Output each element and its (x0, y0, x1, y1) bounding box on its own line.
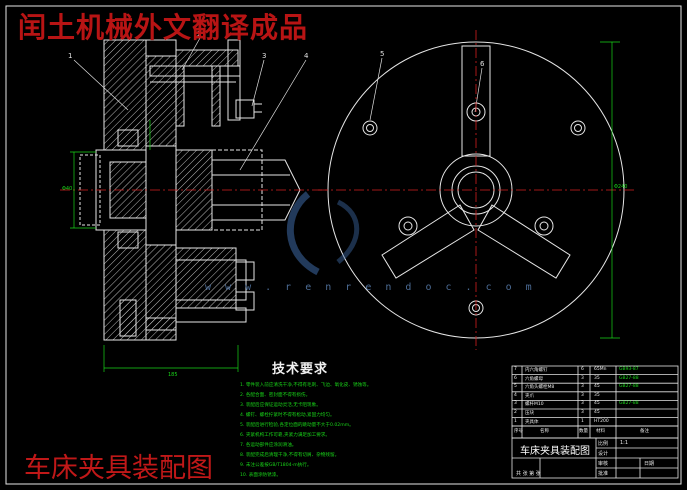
req-item: 9. 未注公差按GB/T1804-m执行。 (240, 463, 312, 468)
bom-cell-no: 2 (514, 410, 517, 415)
date-label: 日期 (644, 461, 655, 467)
front-view (318, 30, 636, 350)
bom-cell-qty: 3 (581, 375, 584, 381)
front-dimensions (600, 41, 620, 339)
drawing-frame (5, 5, 682, 485)
part-label-3: 3 (262, 52, 267, 60)
req-item: 2. 各配合面、密封面不得有损伤。 (240, 393, 311, 398)
bom-cell-mat: 45 (594, 410, 600, 415)
dim-overall-length: 185 (168, 372, 178, 378)
section-view (60, 39, 330, 341)
bom-cell-qty: 1 (581, 418, 584, 424)
bom-header-qty: 数量 (579, 429, 588, 434)
bom-cell-name: 内六角螺钉 (525, 368, 548, 373)
bom-cell-mat: 35 (594, 375, 600, 381)
bom-cell-qty: 3 (581, 392, 584, 398)
bom-header-name: 名称 (540, 429, 549, 434)
bom-cell-name: 夹具体 (525, 419, 539, 425)
bom-cell-mat: 45 (594, 384, 600, 390)
part-label-1: 1 (68, 52, 73, 60)
bom-cell-mat: 45 (594, 401, 600, 407)
bom-cell-mat: 35 (594, 392, 600, 398)
bom-cell-no: 4 (514, 392, 517, 398)
bom-cell-no: 5 (514, 384, 517, 390)
section-dimensions (70, 120, 239, 372)
watermark-url: w w w . r e n r e n d o c . c o m (205, 282, 536, 293)
bom-cell-no: 1 (514, 418, 517, 424)
req-item: 3. 装配后应保证运动灵活,无卡阻现象。 (240, 403, 321, 408)
req-item: 10. 表面涂防锈漆。 (240, 473, 281, 478)
sheet-label: 共 张 第 张 (516, 471, 541, 477)
checker-label: 审核 (598, 461, 609, 467)
bom-cell-qty: 3 (581, 401, 584, 407)
part-label-6: 6 (480, 60, 485, 68)
bom-cell-name: 夹爪 (525, 393, 534, 399)
req-item: 8. 装配完成后清理干净,不得有切屑、杂物残留。 (240, 453, 340, 458)
tech-requirements-title: 技术要求 (272, 362, 329, 377)
bom-cell-no: 6 (514, 375, 517, 381)
req-item: 7. 各运动部件应涂润滑油。 (240, 443, 297, 448)
bom-cell-qty: 6 (581, 367, 584, 372)
banner-title: 闰土机械外文翻译成品 (18, 11, 309, 44)
watermark-logo (286, 191, 360, 276)
bom-cell-qty: 3 (581, 410, 584, 415)
title-block (511, 425, 679, 479)
bom-cell-std: GB27-88 (619, 375, 639, 381)
bom-cell-name: 压块 (525, 411, 534, 416)
bom-header-mat: 材料 (596, 429, 605, 434)
bom-cell-std: GB93-87 (619, 367, 639, 372)
bom-cell-name: 螺杆M10 (525, 402, 544, 408)
approve-label: 批准 (598, 471, 609, 477)
bom-cell-no: 7 (514, 367, 517, 372)
req-item: 5. 装配后进行检验,各定位面的跳动量不大于0.02mm。 (240, 423, 354, 428)
bom-cell-name: 六角头螺栓M8 (525, 385, 555, 391)
scale-value: 1:1 (620, 440, 629, 446)
designer-label: 设计 (598, 451, 609, 457)
tech-requirements-list: 1. 零件装入前应清洗干净,不得有毛刺、飞边、氧化皮、锈蚀等。 2. 各配合面、… (240, 381, 371, 481)
bom-cell-std: GB27-88 (619, 384, 639, 390)
bom-cell-mat: HT200 (594, 418, 609, 424)
bom-header-no: 序号 (514, 429, 523, 434)
bom-cell-std: GB27-88 (619, 401, 639, 407)
req-item: 6. 夹紧机构工作可靠,夹紧力满足加工要求。 (240, 433, 330, 438)
bom-cell-qty: 3 (581, 384, 584, 390)
drawing-caption: 车床夹具装配图 (24, 453, 213, 484)
part-label-4: 4 (304, 52, 309, 60)
dim-bore: Φ40 (62, 186, 73, 192)
bom-cell-mat: 65Mn (594, 367, 607, 372)
bom-header-std: 备注 (640, 429, 649, 434)
scale-label: 比例 (598, 441, 609, 447)
bom-cell-name: 六角螺母 (525, 376, 543, 382)
req-item: 1. 零件装入前应清洗干净,不得有毛刺、飞边、氧化皮、锈蚀等。 (240, 383, 372, 388)
title-block-drawing-title: 车床夹具装配图 (520, 446, 590, 457)
dim-bore-right: Φ240 (614, 184, 628, 190)
bom-cell-no: 3 (514, 401, 517, 407)
part-label-2: 2 (197, 30, 202, 38)
req-item: 4. 螺钉、螺栓拧紧时不得有松动,紧固力均匀。 (240, 413, 335, 418)
part-label-5: 5 (380, 50, 385, 58)
